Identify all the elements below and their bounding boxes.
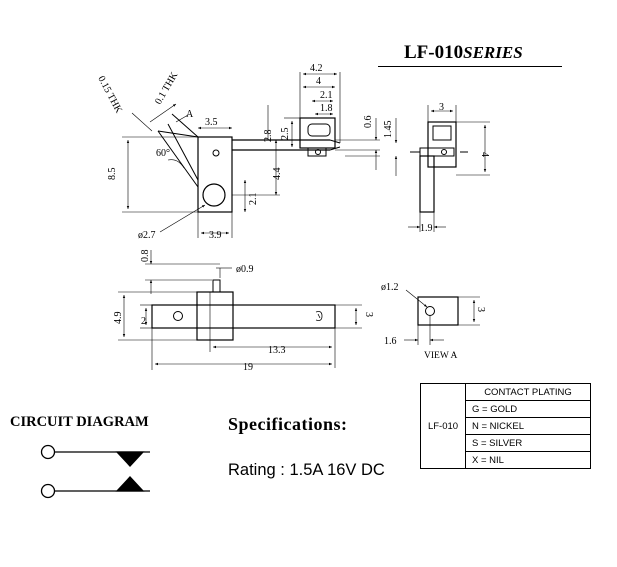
view-a (404, 289, 480, 345)
plating-option-silver: S = SILVER (465, 434, 591, 452)
rating-text: Rating : 1.5A 16V DC (228, 461, 385, 479)
dim-4: 4 (316, 76, 321, 87)
plating-model-cell: LF-010 (420, 383, 466, 469)
dim-2-5: 2.5 (280, 128, 291, 141)
contact-up-triangle-icon (115, 476, 145, 492)
view-a-dim-dia-1-2: ø1.2 (381, 282, 399, 293)
front-dim-13-3: 13.3 (268, 345, 286, 356)
plating-option-nil: X = NIL (465, 451, 591, 469)
side-dim-3: 3 (439, 102, 444, 113)
dim-2-8: 2.8 (263, 130, 274, 143)
terminal-bottom-icon (40, 483, 56, 499)
view-a-dim-1-6: 1.6 (384, 336, 397, 347)
front-view-labels: 0.8 ø0.9 4.9 2 3 13.3 19 (113, 250, 374, 374)
specifications-title: Specifications: (228, 414, 348, 434)
contact-plating-table: LF-010 CONTACT PLATING G = GOLD N = NICK… (420, 383, 591, 469)
plating-option-gold: G = GOLD (465, 400, 591, 418)
dim-1-8: 1.8 (320, 103, 333, 114)
side-dim-4: 4 (479, 152, 490, 157)
dim-0-15-thk: 0.15 THK (95, 74, 124, 115)
dim-0-6: 0.6 (363, 116, 374, 129)
front-dim-4-9: 4.9 (113, 312, 124, 325)
dim-0-1-thk: 0.1 THK (153, 70, 181, 107)
series-title: LF-010SERIES (404, 42, 523, 64)
front-dim-3: 3 (363, 312, 374, 317)
view-a-labels: ø1.2 3 1.6 VIEW A (381, 282, 486, 361)
top-view-labels: 0.15 THK 0.1 THK A 3.5 60° 8.5 2.8 2.5 4… (95, 63, 394, 241)
front-dim-dia-0-9: ø0.9 (236, 264, 254, 275)
front-dim-19: 19 (243, 362, 253, 373)
side-view-labels: 3 4 1.9 (420, 102, 490, 234)
front-dim-2: 2 (141, 316, 146, 327)
circuit-symbol (40, 444, 150, 499)
view-a-label: VIEW A (424, 351, 457, 361)
dim-8-5: 8.5 (107, 168, 118, 181)
contact-down-triangle-icon (115, 451, 145, 467)
top-view (122, 72, 398, 238)
dim-dia-2-7: ø2.7 (138, 230, 156, 241)
dim-2-1b: 2.1 (320, 90, 333, 101)
circuit-diagram-title: CIRCUIT DIAGRAM (10, 414, 149, 430)
front-dim-0-8: 0.8 (140, 250, 151, 263)
plating-option-nickel: N = NICKEL (465, 417, 591, 435)
side-view (408, 105, 490, 232)
dim-3-5: 3.5 (205, 117, 218, 128)
series-label: SERIES (463, 43, 523, 62)
plating-header-cell: CONTACT PLATING (465, 383, 591, 401)
front-view (118, 250, 362, 370)
dim-4-4: 4.4 (272, 168, 283, 181)
side-dim-1-9: 1.9 (420, 223, 433, 234)
model-number: LF-010 (404, 42, 464, 63)
dim-a-label: A (186, 109, 194, 120)
dim-60-deg: 60° (156, 148, 170, 159)
dim-1-45: 1.45 (383, 121, 394, 139)
title-underline (378, 66, 562, 67)
dim-3-9: 3.9 (209, 230, 222, 241)
view-a-dim-3: 3 (475, 307, 486, 312)
terminal-top-icon (40, 444, 56, 460)
dim-4-2: 4.2 (310, 63, 323, 74)
dim-2-1: 2.1 (248, 193, 259, 206)
